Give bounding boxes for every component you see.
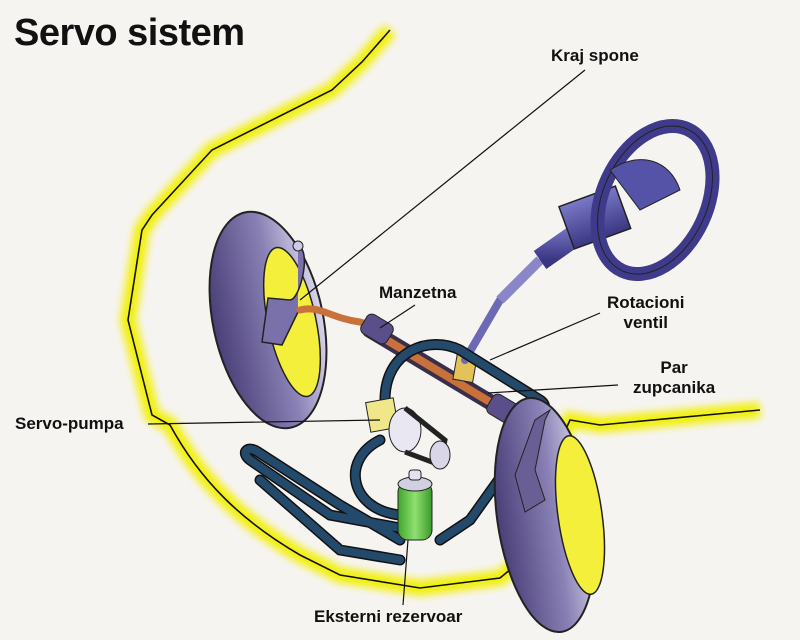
leader-power-pump — [147, 419, 381, 425]
label-rotary-valve: Rotacioni ventil — [607, 293, 684, 333]
label-tie-rod-end: Kraj spone — [551, 46, 639, 65]
car-body-outline — [119, 24, 761, 597]
left-wheel — [208, 210, 328, 430]
label-power-pump: Servo-pumpa — [15, 414, 124, 433]
leader-tie-rod-end — [299, 69, 586, 301]
label-gear-pair: Par zupcanika — [633, 358, 715, 398]
label-gear-pair-line1: Par — [660, 358, 688, 377]
power-pump — [365, 397, 451, 470]
label-rotary-valve-line2: ventil — [623, 313, 668, 332]
diagram-title: Servo sistem — [14, 12, 245, 54]
label-gear-pair-line2: zupcanika — [633, 378, 716, 397]
label-rotary-valve-line1: Rotacioni — [607, 293, 685, 312]
steering-column — [461, 118, 720, 364]
leader-boot — [379, 304, 416, 329]
left-tie-rod — [296, 305, 384, 332]
leader-rotary-valve — [489, 312, 601, 361]
leader-lines — [147, 69, 619, 606]
leader-gear-pair — [487, 384, 619, 394]
leader-external-reservoir — [402, 539, 409, 606]
right-wheel — [493, 396, 606, 634]
label-boot: Manzetna — [379, 283, 457, 302]
external-reservoir — [397, 469, 433, 541]
label-external-reservoir: Eksterni rezervoar — [314, 607, 463, 626]
